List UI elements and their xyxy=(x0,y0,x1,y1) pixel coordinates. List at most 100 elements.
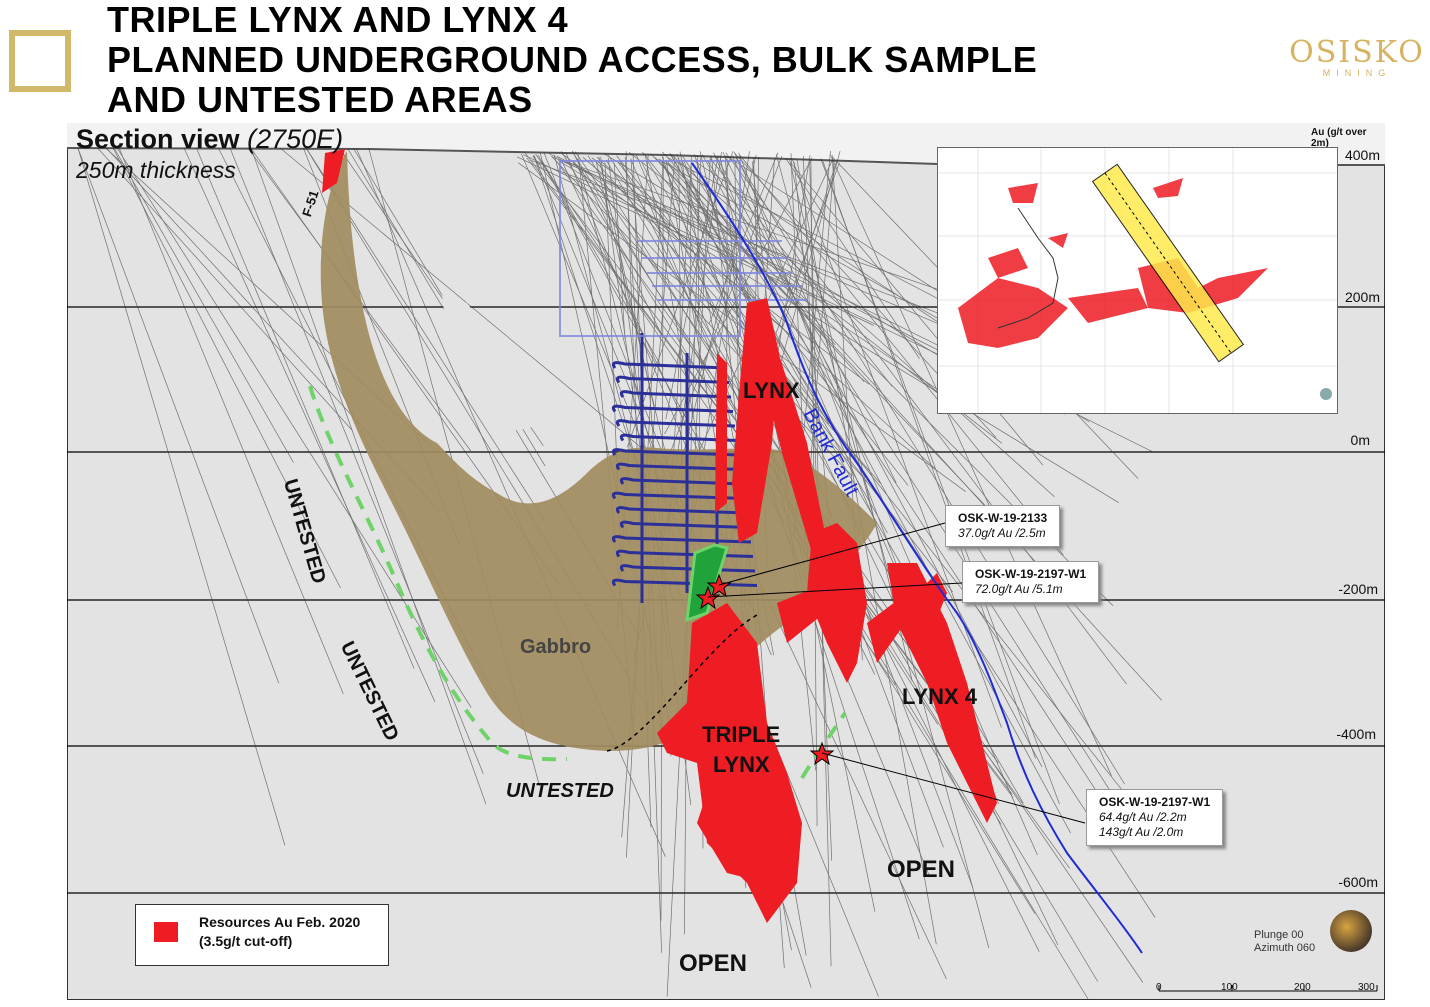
scale-label-200: 200 xyxy=(1294,982,1311,993)
open-label-2: OPEN xyxy=(679,950,748,977)
legend-resource-swatch xyxy=(154,922,178,942)
lynx4-resource-zone-2 xyxy=(912,573,947,643)
callout-osk-w-19-2197-w1-upper: OSK-W-19-2197-W1 72.0g/t Au /5.1m xyxy=(962,561,1100,603)
working-drift xyxy=(615,549,754,558)
callout-leaders xyxy=(707,522,1086,824)
drill-hole xyxy=(635,153,754,437)
orientation-info: Plunge 00 Azimuth 060 xyxy=(1254,929,1315,955)
osisko-logo: OSISKO MINING xyxy=(1289,35,1425,79)
logo-sub-text: MINING xyxy=(1322,68,1392,78)
scale-label-300: 300 xyxy=(1358,982,1375,993)
triple-lynx-label-2: LYNX xyxy=(713,752,770,777)
inset-resource-small xyxy=(1048,233,1068,248)
drill-hole xyxy=(820,158,1060,805)
lynx4-resource-zone-3 xyxy=(867,593,912,663)
gabbro-inclusion xyxy=(442,293,567,431)
legend-text: Resources Au Feb. 2020 (3.5g/t cut-off) xyxy=(199,913,360,951)
level-label-0m: 0m xyxy=(1350,432,1370,448)
existing-workings-upper xyxy=(559,160,807,337)
section-thickness: 250m thickness xyxy=(76,157,236,183)
working-drift xyxy=(619,390,732,399)
drill-hole xyxy=(678,157,683,489)
resource-blocks xyxy=(322,149,997,923)
section-view-title: Section view (2750E) xyxy=(76,124,343,155)
bank-fault-line xyxy=(691,162,1143,954)
legend: Resources Au Feb. 2020 (3.5g/t cut-off) xyxy=(135,904,389,966)
legend-line-2: (3.5g/t cut-off) xyxy=(199,933,293,949)
drill-hole xyxy=(708,152,779,324)
title-line-2: PLANNED UNDERGROUND ACCESS, BULK SAMPLE xyxy=(107,39,1038,80)
drill-hole xyxy=(829,154,1112,776)
callout-hole-id: OSK-W-19-2197-W1 xyxy=(1099,795,1211,809)
drill-hole xyxy=(669,152,888,534)
drill-hole xyxy=(572,162,867,482)
working-drift xyxy=(611,361,728,370)
section-view-coord: (2750E) xyxy=(247,124,344,154)
drill-hole xyxy=(785,158,920,359)
working-drift xyxy=(615,375,730,384)
drill-hole xyxy=(670,153,1055,497)
logo-main-text: OSISKO xyxy=(1289,35,1425,70)
drill-hole xyxy=(671,156,830,425)
drill-hole xyxy=(250,147,487,805)
inset-resource-north xyxy=(1008,183,1038,203)
scale-bar xyxy=(1158,985,1378,992)
inset-resource-ne xyxy=(1153,178,1183,198)
inset-resource-west xyxy=(958,278,1068,348)
working-drift xyxy=(611,491,746,500)
lynx4-resource-zone xyxy=(887,563,997,823)
working-drift xyxy=(619,564,756,573)
au-grade-label: Au (g/t over 2m) xyxy=(1311,127,1367,149)
callout-osk-w-19-2197-w1-lower: OSK-W-19-2197-W1 64.4g/t Au /2.2m 143g/t… xyxy=(1086,789,1224,846)
planned-underground-workings xyxy=(611,333,758,603)
drill-hole xyxy=(739,154,1064,556)
title-accent-square xyxy=(9,30,71,92)
lynx-resource-zone-2 xyxy=(757,308,827,553)
inset-view-icon xyxy=(1320,388,1332,400)
callout-intercept-1: 64.4g/t Au /2.2m xyxy=(1099,810,1187,824)
drill-hole xyxy=(523,154,962,367)
callout-osk-w-19-2133: OSK-W-19-2133 37.0g/t Au /2.5m xyxy=(945,505,1061,547)
untested-boundaries xyxy=(308,385,847,780)
drill-hole xyxy=(118,147,344,695)
untested-label-3: UNTESTED xyxy=(506,780,614,802)
leader-2197-upper xyxy=(707,582,963,598)
triple-lynx-resource-zone-2 xyxy=(697,793,787,883)
section-view-label: Section view xyxy=(76,124,240,154)
level-label-minus400m: -400m xyxy=(1336,726,1376,742)
drill-hole xyxy=(664,155,783,467)
level-label-minus600m: -600m xyxy=(1338,874,1378,890)
drill-hole xyxy=(680,159,1059,946)
drill-hole xyxy=(97,147,353,431)
drill-hole xyxy=(642,151,909,486)
untested-boundary-east xyxy=(800,711,847,780)
lynx-resource-zone-3 xyxy=(715,353,727,513)
drill-hole xyxy=(112,147,341,589)
drill-hole xyxy=(706,159,1125,814)
leader-2197-lower xyxy=(821,752,1086,824)
scale-label-100: 100 xyxy=(1221,982,1238,993)
working-drift xyxy=(611,535,752,544)
working-drift xyxy=(611,448,740,457)
inset-section-band xyxy=(1091,163,1245,363)
working-drift xyxy=(619,477,744,486)
drill-hole xyxy=(764,162,840,363)
section-view-drawing xyxy=(67,123,1385,1000)
level-label-200m: 200m xyxy=(1344,289,1380,305)
drill-hole xyxy=(558,160,1120,504)
callout-intercept: 37.0g/t Au /2.5m xyxy=(958,526,1046,540)
drill-hole xyxy=(665,155,719,420)
level-label-minus200m: -200m xyxy=(1338,581,1378,597)
drill-hole xyxy=(517,162,966,492)
drill-hole xyxy=(790,162,1044,466)
callout-intercept: 72.0g/t Au /5.1m xyxy=(975,582,1063,596)
drill-hole xyxy=(77,147,286,846)
drill-hole xyxy=(792,159,1002,728)
inset-resources xyxy=(958,178,1268,348)
lynx4-label: LYNX 4 xyxy=(902,684,978,709)
gabbro-label: Gabbro xyxy=(520,636,592,658)
working-drift xyxy=(619,433,738,442)
callout-hole-id: OSK-W-19-2197-W1 xyxy=(975,567,1087,581)
inset-section-centerline xyxy=(1104,172,1232,354)
gabbro-body xyxy=(320,151,877,751)
